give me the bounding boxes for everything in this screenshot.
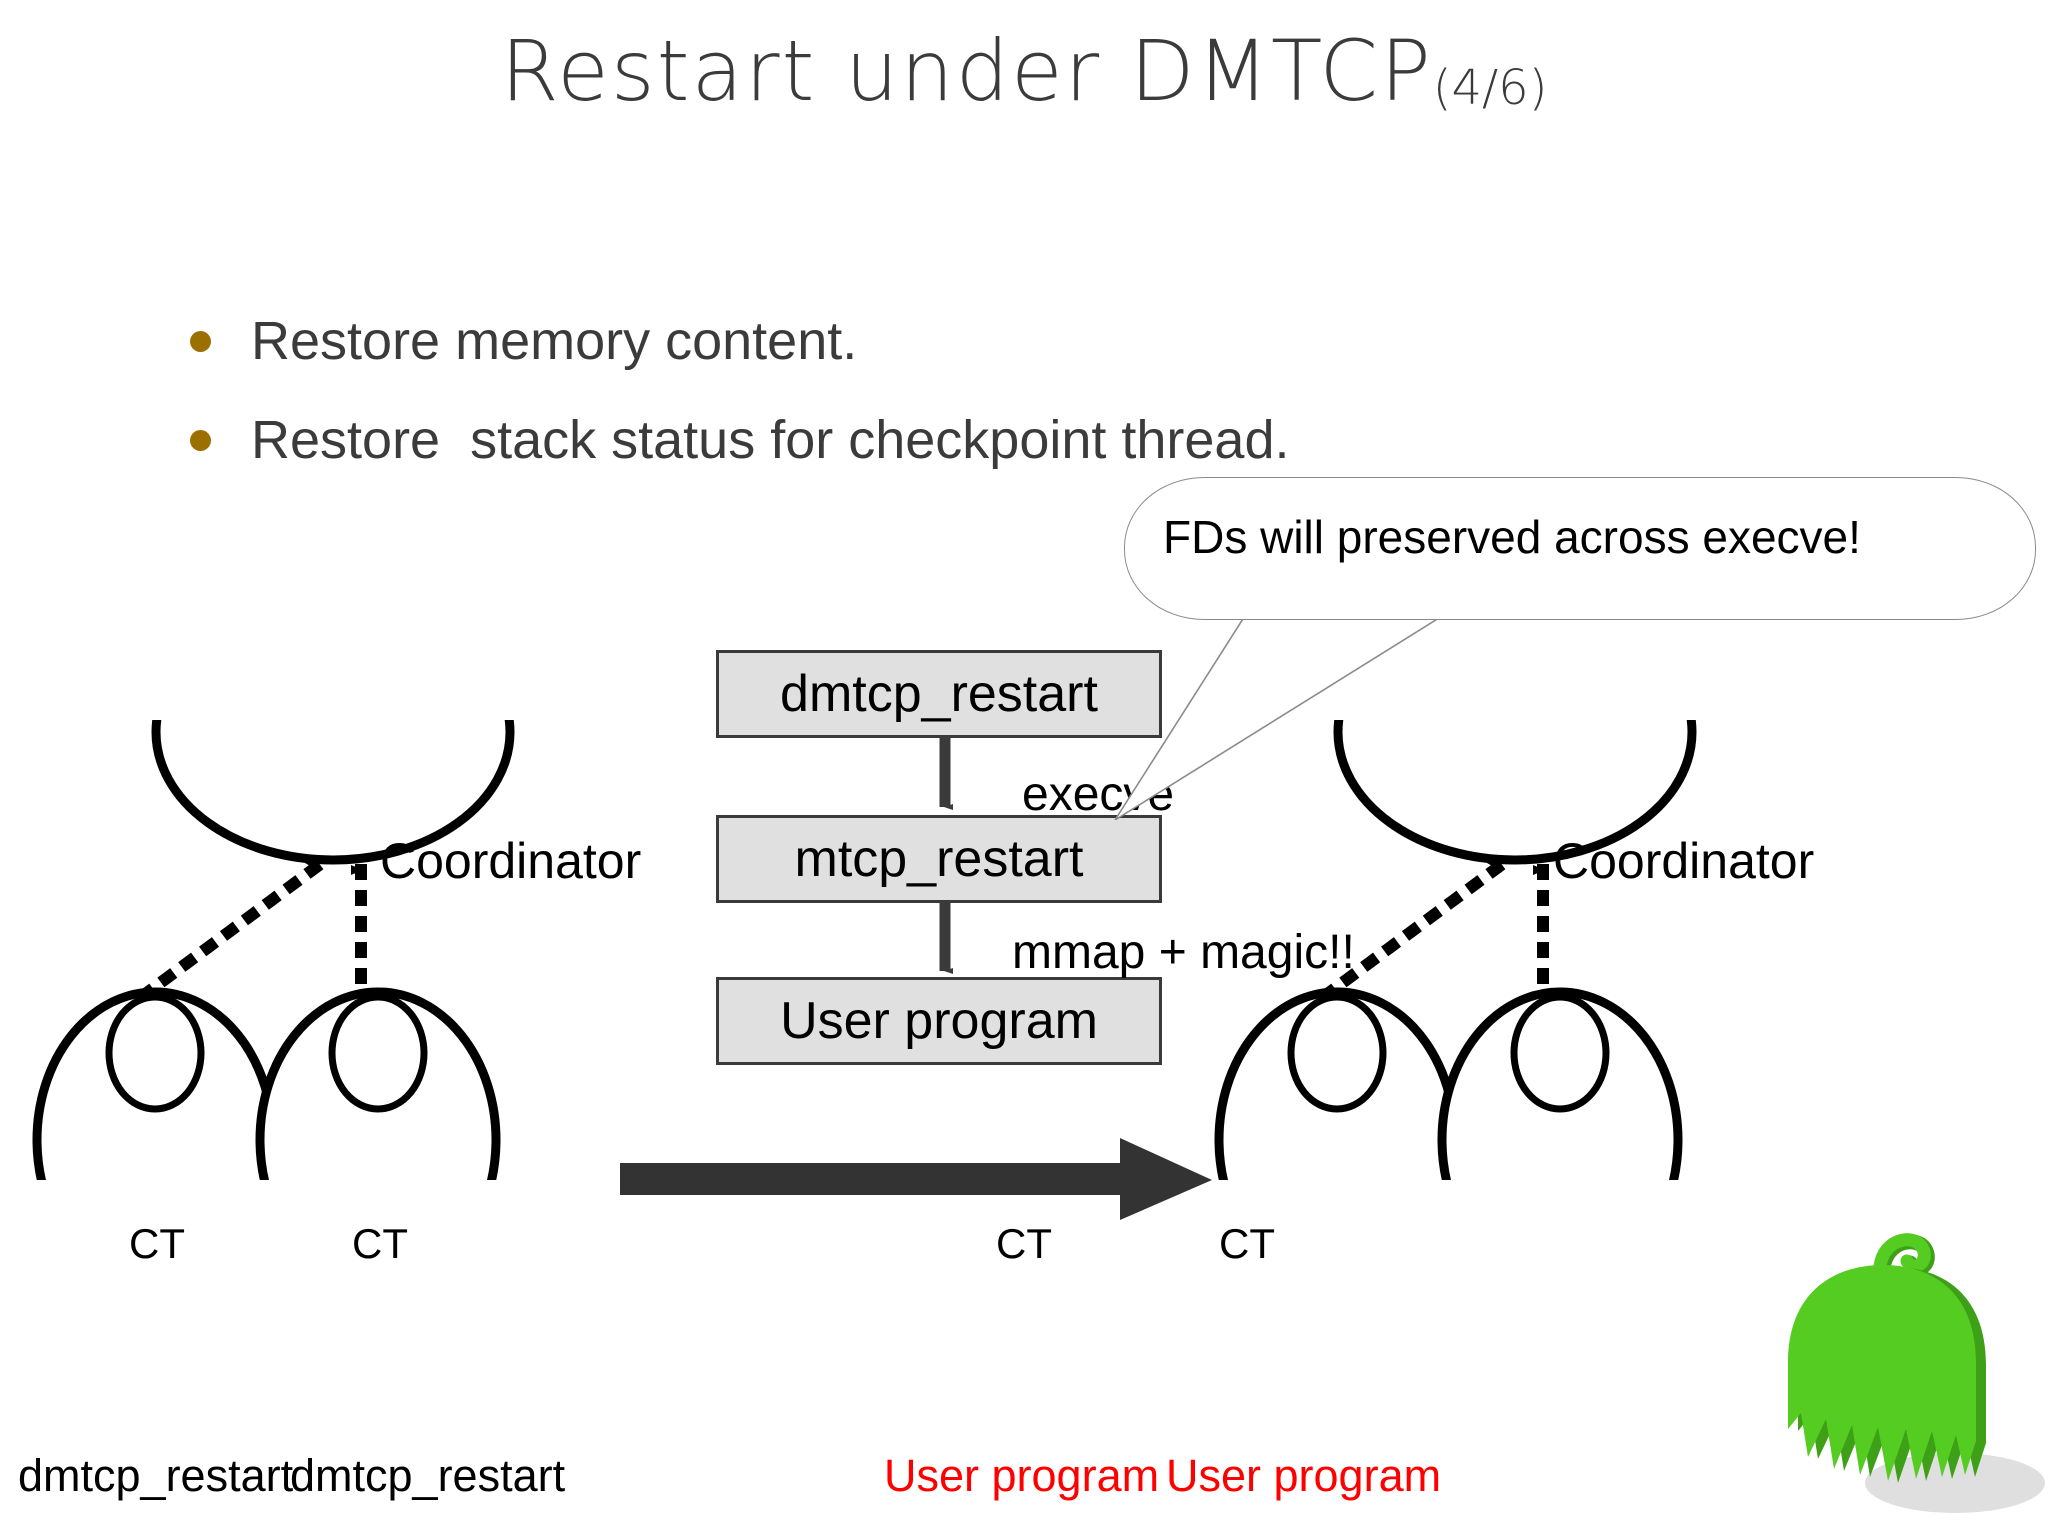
right-process-1-caption: User program — [1166, 1450, 1442, 1501]
right-process-group-diagram — [1214, 720, 1697, 1180]
flow-box-mtcp-restart: mtcp_restart — [716, 815, 1162, 903]
flow-box-mtcp-restart-label: mtcp_restart — [794, 830, 1084, 888]
left-process-0-thread-label: CT — [129, 1220, 185, 1267]
bullet-item-0-label: Restore memory content. — [251, 311, 858, 371]
left-process-1-caption: dmtcp_restart — [290, 1450, 566, 1501]
left-coordinator-label: Coordinator — [380, 833, 642, 889]
right-coordinator-label: Coordinator — [1553, 833, 1815, 889]
right-process-0-caption: User program — [884, 1450, 1160, 1501]
left-process-group-diagram — [32, 720, 515, 1180]
flow-box-user-program: User program — [716, 977, 1162, 1065]
green-blob-mascot-icon — [1788, 1233, 2045, 1513]
flow-edge-label-execve: execve — [1022, 768, 1175, 821]
bullet-item-1: Restore stack status for checkpoint thre… — [190, 412, 1290, 469]
right-process-0-thread-label: CT — [996, 1220, 1052, 1267]
bullet-item-0: Restore memory content. — [190, 313, 857, 370]
left-process-1-thread-label: CT — [352, 1220, 408, 1267]
flow-edge-label-mmap-magic: mmap + magic!! — [1012, 926, 1355, 979]
bullet-marker-icon — [190, 330, 211, 352]
flow-box-dmtcp-restart-label: dmtcp_restart — [780, 665, 1098, 723]
bullet-item-1-label: Restore stack status for checkpoint thre… — [251, 410, 1290, 470]
callout-text: FDs will preserved across execve! — [1163, 511, 1861, 563]
page-title-subscript: (4/6) — [1432, 60, 1548, 116]
flow-arrows-icon — [939, 735, 953, 974]
right-process-1-thread-label: CT — [1219, 1220, 1275, 1267]
flow-box-user-program-label: User program — [780, 992, 1098, 1050]
left-process-0-caption: dmtcp_restart — [18, 1450, 294, 1501]
page-title-main: Restart under DMTCP — [500, 22, 1433, 120]
callout-bubble: FDs will preserved across execve! — [1124, 477, 2036, 620]
page-title: Restart under DMTCP(4/6) — [0, 22, 2048, 120]
flow-box-dmtcp-restart: dmtcp_restart — [716, 650, 1162, 738]
transition-arrow-icon — [620, 1138, 1212, 1220]
bullet-marker-icon — [190, 429, 211, 451]
